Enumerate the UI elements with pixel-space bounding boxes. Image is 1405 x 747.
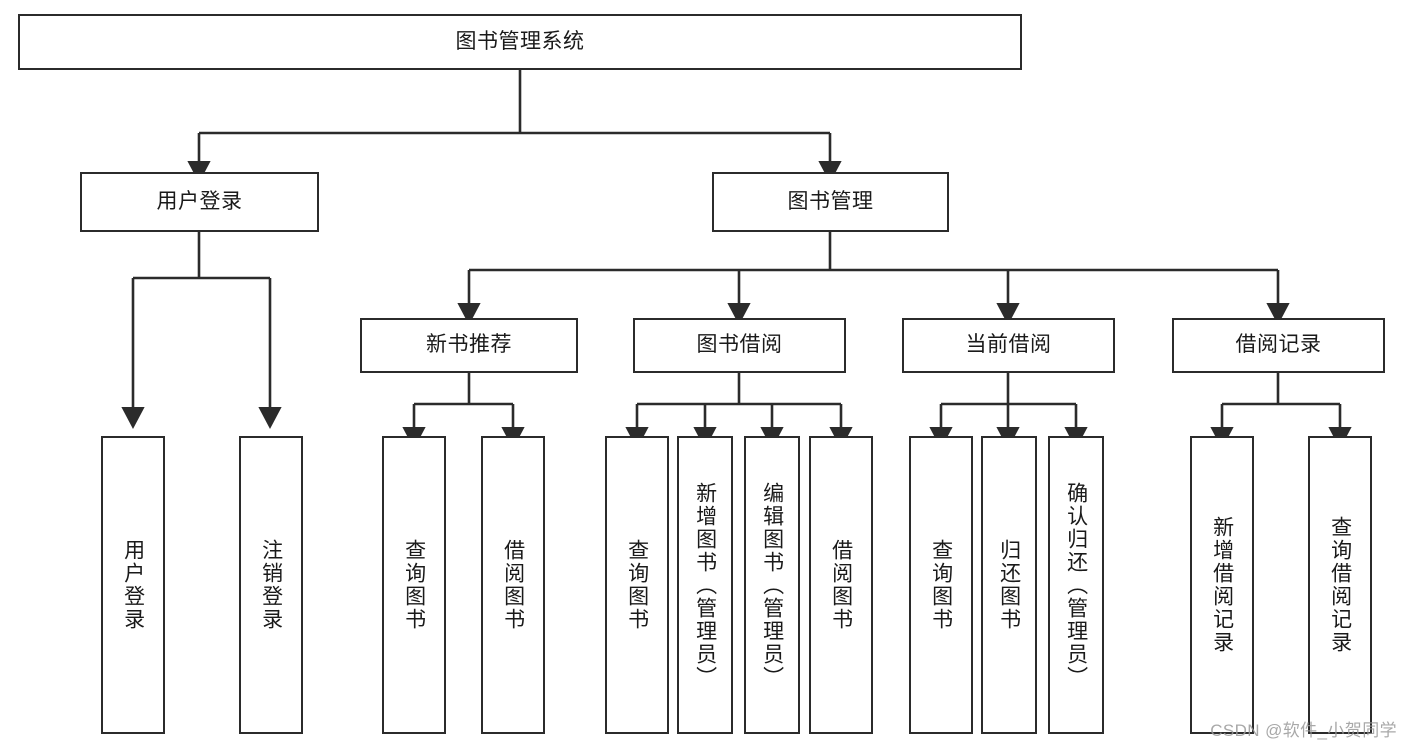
node-leaf-borrow-book-1[interactable]: 借阅图书 <box>481 436 545 734</box>
node-leaf-query-borrow-record-label: 查询借阅记录 <box>1328 516 1352 654</box>
node-leaf-return-book-label: 归还图书 <box>997 539 1021 631</box>
node-leaf-add-book-admin[interactable]: 新增图书（管理员） <box>677 436 733 734</box>
node-leaf-logout-label: 注销登录 <box>259 539 283 631</box>
node-leaf-query-book-2[interactable]: 查询图书 <box>605 436 669 734</box>
node-root[interactable]: 图书管理系统 <box>18 14 1022 70</box>
node-leaf-query-book-1-label: 查询图书 <box>402 539 426 631</box>
watermark-text: CSDN @软件_小贺同学 <box>1210 721 1397 740</box>
node-leaf-add-borrow-record[interactable]: 新增借阅记录 <box>1190 436 1254 734</box>
node-user-login[interactable]: 用户登录 <box>80 172 319 232</box>
node-book-borrow[interactable]: 图书借阅 <box>633 318 846 373</box>
node-leaf-add-book-admin-label: 新增图书（管理员） <box>693 481 717 689</box>
node-leaf-borrow-book-1-label: 借阅图书 <box>501 539 525 631</box>
node-book-management-label: 图书管理 <box>787 189 874 213</box>
node-current-borrow[interactable]: 当前借阅 <box>902 318 1115 373</box>
node-leaf-user-login-label: 用户登录 <box>121 539 145 631</box>
node-leaf-edit-book-admin-label: 编辑图书（管理员） <box>760 481 784 689</box>
node-book-borrow-label: 图书借阅 <box>696 333 783 357</box>
node-leaf-add-borrow-record-label: 新增借阅记录 <box>1210 516 1234 654</box>
node-leaf-return-book[interactable]: 归还图书 <box>981 436 1037 734</box>
node-leaf-borrow-book-2[interactable]: 借阅图书 <box>809 436 873 734</box>
node-borrow-records[interactable]: 借阅记录 <box>1172 318 1385 373</box>
node-leaf-query-book-2-label: 查询图书 <box>625 539 649 631</box>
node-root-label: 图书管理系统 <box>455 29 585 53</box>
node-leaf-query-book-1[interactable]: 查询图书 <box>382 436 446 734</box>
node-book-management[interactable]: 图书管理 <box>712 172 949 232</box>
node-current-borrow-label: 当前借阅 <box>965 333 1052 357</box>
node-borrow-records-label: 借阅记录 <box>1235 333 1322 357</box>
node-leaf-edit-book-admin[interactable]: 编辑图书（管理员） <box>744 436 800 734</box>
node-leaf-confirm-return-admin[interactable]: 确认归还（管理员） <box>1048 436 1104 734</box>
node-leaf-logout[interactable]: 注销登录 <box>239 436 303 734</box>
node-leaf-query-book-3-label: 查询图书 <box>929 539 953 631</box>
node-leaf-confirm-return-admin-label: 确认归还（管理员） <box>1064 481 1088 689</box>
node-leaf-user-login[interactable]: 用户登录 <box>101 436 165 734</box>
node-new-book-recommend[interactable]: 新书推荐 <box>360 318 578 373</box>
node-leaf-borrow-book-2-label: 借阅图书 <box>829 539 853 631</box>
node-leaf-query-book-3[interactable]: 查询图书 <box>909 436 973 734</box>
node-new-book-recommend-label: 新书推荐 <box>426 333 512 357</box>
node-leaf-query-borrow-record[interactable]: 查询借阅记录 <box>1308 436 1372 734</box>
node-user-login-label: 用户登录 <box>156 189 243 213</box>
